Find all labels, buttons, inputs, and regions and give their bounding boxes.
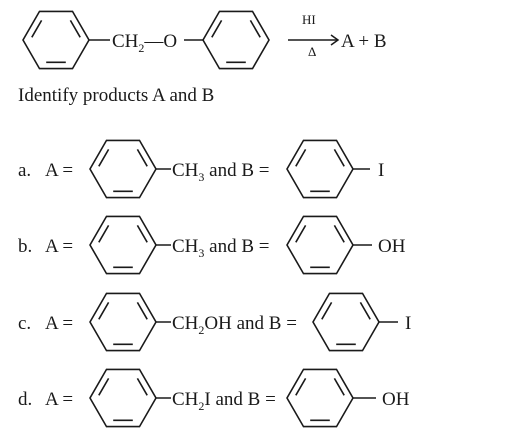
benzene-ring-right bbox=[202, 10, 270, 70]
benzene-outline bbox=[89, 368, 157, 428]
double-bond-line bbox=[136, 301, 148, 320]
double-bond-line bbox=[98, 224, 110, 243]
option-label: a. bbox=[18, 160, 31, 181]
product-a-formula: CH3 and B = bbox=[172, 236, 269, 260]
double-bond-line bbox=[136, 148, 148, 167]
double-bond-line bbox=[136, 377, 148, 396]
product-a-label: A = bbox=[45, 389, 73, 410]
option-label: d. bbox=[18, 389, 32, 410]
reaction-arrow-head bbox=[330, 34, 340, 46]
option-label: b. bbox=[18, 236, 32, 257]
product-a-formula: CH2OH and B = bbox=[172, 313, 297, 337]
reagent-group: CH2—O bbox=[112, 31, 177, 55]
double-bond-line bbox=[98, 301, 110, 320]
product-a-label: A = bbox=[45, 236, 73, 257]
benzene-outline bbox=[22, 10, 90, 70]
double-bond-line bbox=[69, 19, 81, 38]
benzene-ring bbox=[89, 215, 157, 275]
double-bond-line bbox=[333, 377, 345, 396]
benzene-outline bbox=[286, 368, 354, 428]
arrow-condition: Δ bbox=[308, 44, 316, 59]
option-b[interactable]: b. A = CH3 and B = OH bbox=[18, 215, 406, 275]
question-text: Identify products A and B bbox=[18, 85, 214, 106]
product-b-group: OH bbox=[382, 389, 410, 410]
benzene-outline bbox=[89, 139, 157, 199]
double-bond-line bbox=[333, 148, 345, 167]
double-bond-line bbox=[321, 301, 333, 320]
benzene-ring bbox=[286, 368, 354, 428]
double-bond-line bbox=[31, 19, 43, 38]
benzene-ring bbox=[89, 139, 157, 199]
double-bond-line bbox=[295, 224, 307, 243]
benzene-outline bbox=[286, 215, 354, 275]
benzene-ring bbox=[312, 292, 380, 352]
benzene-ring bbox=[286, 215, 354, 275]
product-b-group: I bbox=[405, 313, 411, 334]
double-bond-line bbox=[295, 148, 307, 167]
product-b-group: OH bbox=[378, 236, 406, 257]
double-bond-line bbox=[98, 148, 110, 167]
double-bond-line bbox=[249, 19, 261, 38]
double-bond-line bbox=[98, 377, 110, 396]
product-a-label: A = bbox=[45, 313, 73, 334]
reaction-equation: CH2—O HI Δ A + B bbox=[22, 10, 387, 70]
double-bond-line bbox=[359, 301, 371, 320]
benzene-ring bbox=[89, 292, 157, 352]
double-bond-line bbox=[211, 19, 223, 38]
benzene-outline bbox=[89, 215, 157, 275]
option-c[interactable]: c. A = CH2OH and B = I bbox=[18, 292, 411, 352]
product-b-group: I bbox=[378, 160, 384, 181]
option-d[interactable]: d. A = CH2I and B = OH bbox=[18, 368, 410, 428]
product-a-formula: CH2I and B = bbox=[172, 389, 276, 413]
benzene-ring bbox=[89, 368, 157, 428]
benzene-outline bbox=[89, 292, 157, 352]
product-a-label: A = bbox=[45, 160, 73, 181]
benzene-outline bbox=[202, 10, 270, 70]
option-label: c. bbox=[18, 313, 31, 334]
product-a-formula: CH3 and B = bbox=[172, 160, 269, 184]
option-a[interactable]: a. A = CH3 and B = I bbox=[18, 139, 384, 199]
double-bond-line bbox=[295, 377, 307, 396]
benzene-ring bbox=[286, 139, 354, 199]
reaction-products: A + B bbox=[341, 31, 387, 52]
benzene-outline bbox=[286, 139, 354, 199]
arrow-reagent: HI bbox=[302, 12, 316, 27]
benzene-ring-left bbox=[22, 10, 90, 70]
benzene-outline bbox=[312, 292, 380, 352]
double-bond-line bbox=[333, 224, 345, 243]
double-bond-line bbox=[136, 224, 148, 243]
